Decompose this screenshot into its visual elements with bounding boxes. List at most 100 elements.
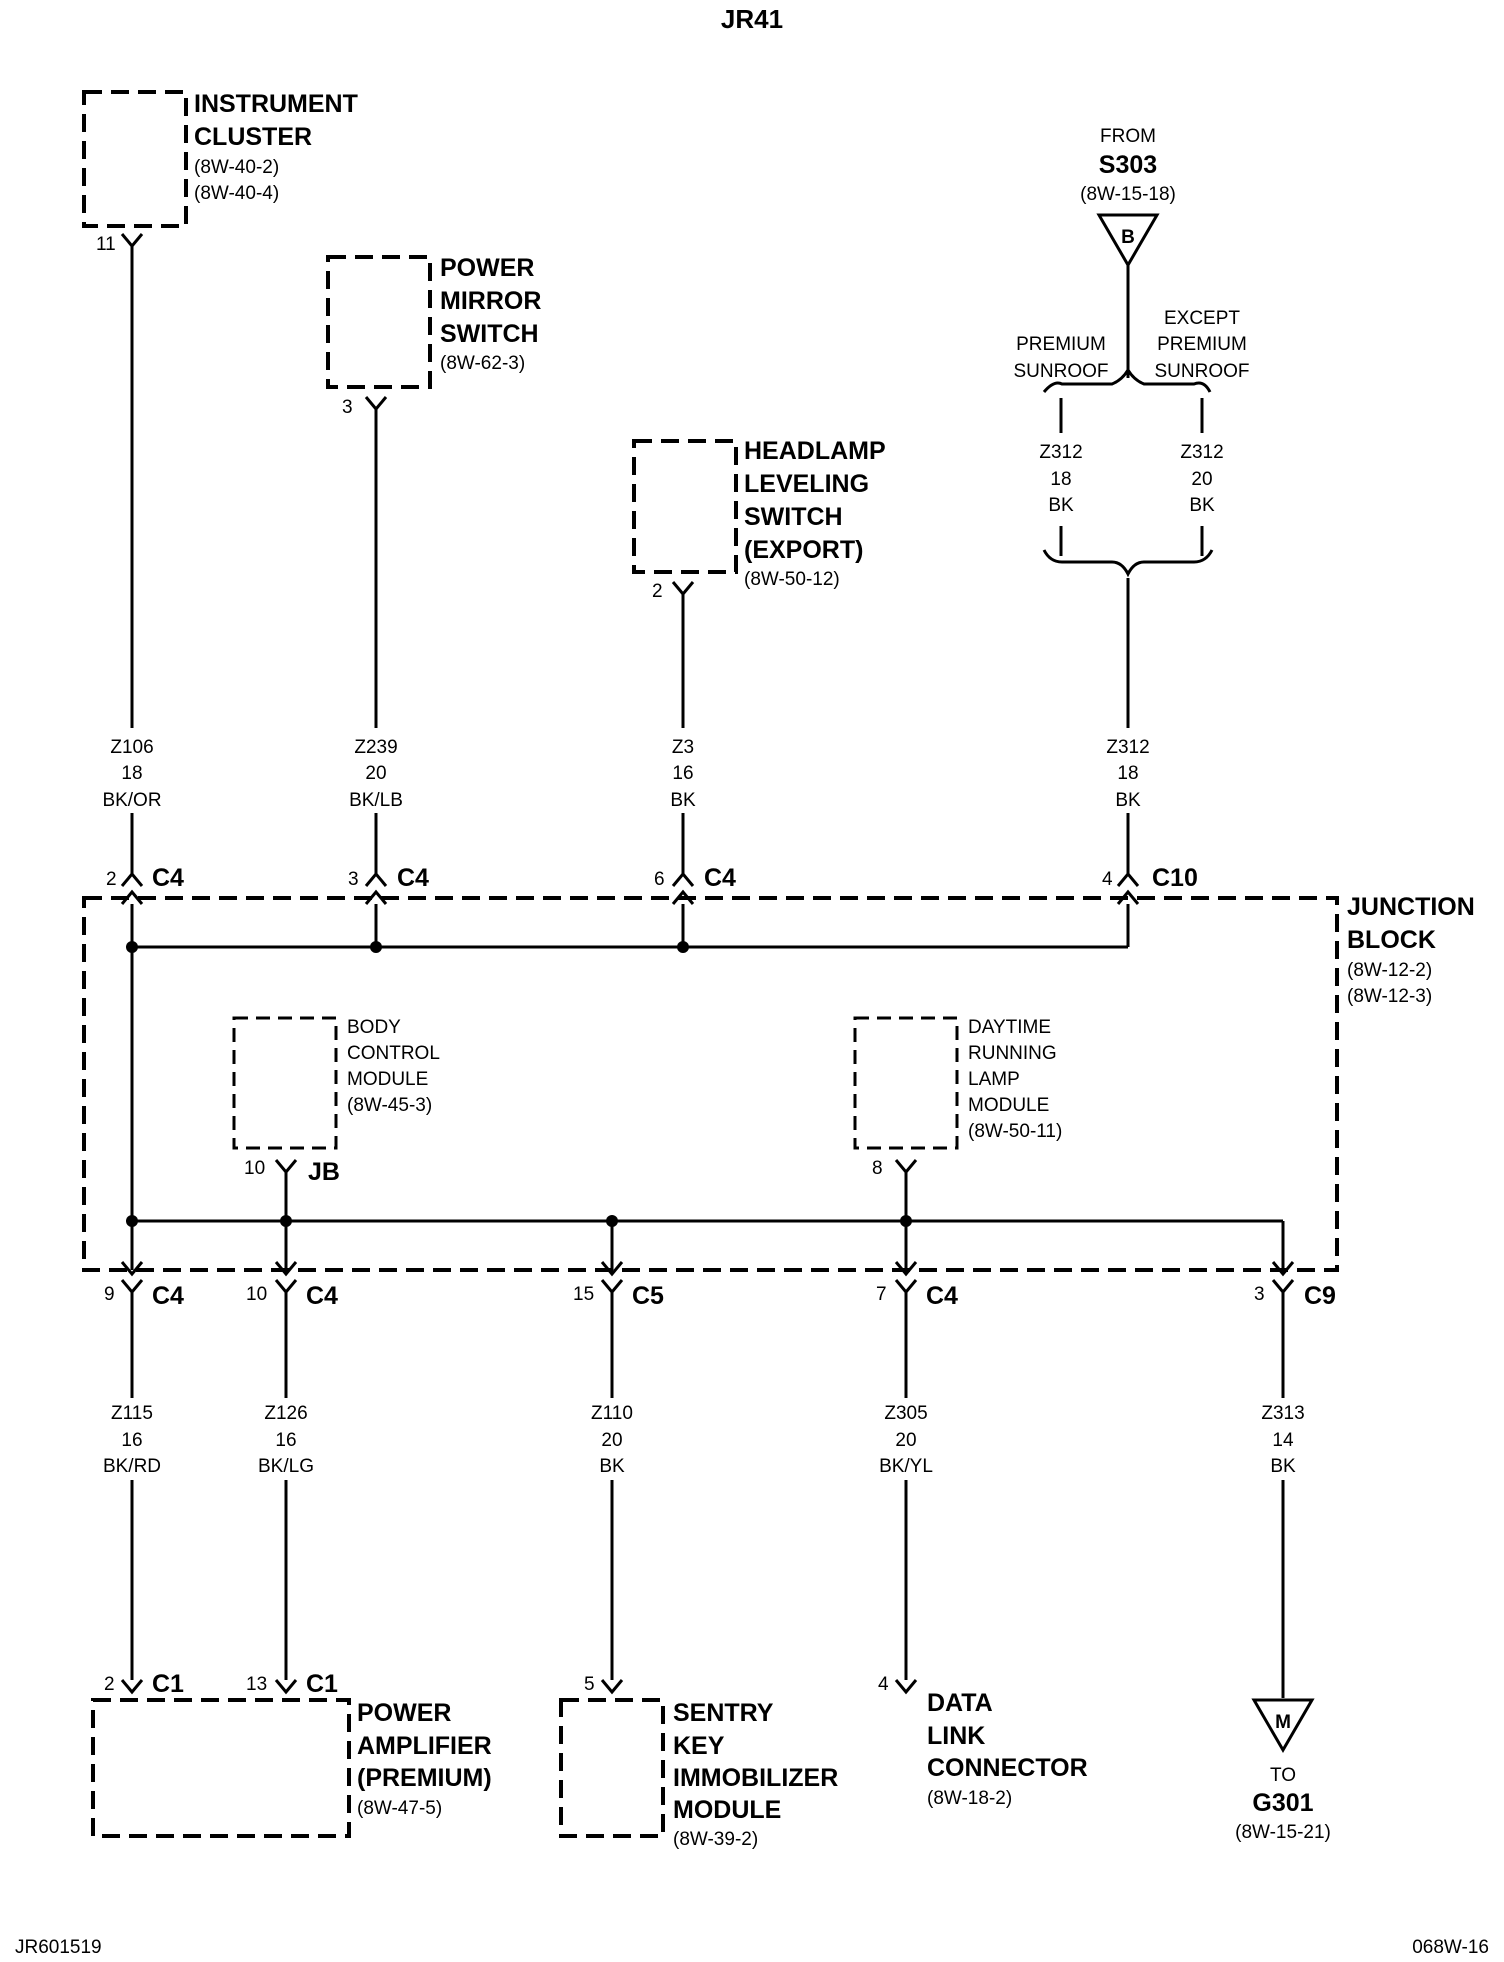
sentry-label-4: MODULE	[673, 1796, 781, 1824]
pin-7: 7	[876, 1284, 887, 1305]
pin-2: 2	[106, 869, 117, 890]
power-amp-conn-a: C1	[152, 1670, 184, 1698]
conn-c4-f: C4	[926, 1282, 958, 1310]
conn-c4-b: C4	[397, 864, 429, 892]
s303-name: S303	[1099, 151, 1157, 179]
sentry-box	[559, 1698, 665, 1838]
power-mirror-switch: POWER MIRROR SWITCH (8W-62-3) 3	[326, 254, 541, 418]
wire-z126-gauge: 16	[275, 1430, 296, 1451]
headlamp-leveling-switch: HEADLAMP LEVELING SWITCH (EXPORT) (8W-50…	[632, 437, 886, 602]
headlamp-label-2: LEVELING	[744, 470, 869, 498]
wire-z126-color: BK/LG	[258, 1456, 314, 1477]
sunroof-right-1: EXCEPT	[1164, 308, 1240, 329]
daytime-running-lamp-module: DAYTIME RUNNING LAMP MODULE (8W-50-11) 8	[853, 1016, 1062, 1183]
conn-c5: C5	[632, 1282, 664, 1310]
sunroof-left-1: PREMIUM	[1016, 334, 1106, 355]
s303-triangle-letter: B	[1121, 227, 1135, 248]
bcm-ref: (8W-45-3)	[347, 1095, 432, 1116]
g301-to: TO	[1270, 1765, 1296, 1786]
top-connectors: 2 C4 3 C4 6 C4 4 C10	[106, 813, 1198, 905]
wire-z312-color: BK	[1115, 790, 1141, 811]
instrument-cluster-box	[82, 90, 188, 228]
wire-z115-gauge: 16	[121, 1430, 142, 1451]
pin-6: 6	[654, 869, 665, 890]
instrument-cluster-label-1: INSTRUMENT	[194, 90, 358, 118]
sentry-ref: (8W-39-2)	[673, 1829, 758, 1850]
instrument-cluster-ref-2: (8W-40-4)	[194, 183, 279, 204]
bottom-connectors: 9 C4 10 C4 15 C5 7 C4 3 C9	[104, 1261, 1336, 1310]
data-link-connector: 4 DATA LINK CONNECTOR (8W-18-2)	[878, 1674, 1088, 1809]
wire-z106-gauge: 18	[121, 763, 142, 784]
power-amp-pin-a: 2	[104, 1674, 115, 1695]
power-mirror-label-3: SWITCH	[440, 320, 539, 348]
wire-z3-id: Z3	[672, 737, 694, 758]
pin-3: 3	[348, 869, 359, 890]
wire-z239-id: Z239	[354, 737, 397, 758]
g301-ref: (8W-15-21)	[1235, 1822, 1331, 1843]
conn-c4-d: C4	[152, 1282, 184, 1310]
conn-c9: C9	[1304, 1282, 1336, 1310]
pin-10: 10	[246, 1284, 267, 1305]
instrument-cluster: INSTRUMENT CLUSTER (8W-40-2) (8W-40-4) 1…	[82, 90, 358, 255]
g301-triangle-icon	[1251, 1698, 1315, 1753]
bcm-conn: JB	[308, 1158, 340, 1186]
sunroof-wire-left-id: Z312	[1039, 442, 1082, 463]
junction-block-label-1: JUNCTION	[1347, 893, 1475, 921]
wire-z3-color: BK	[670, 790, 696, 811]
dlc-pin: 4	[878, 1674, 889, 1695]
dlc-label-1: DATA	[927, 1689, 993, 1717]
sunroof-wire-right-color: BK	[1189, 495, 1215, 516]
bottom-wire-lines	[130, 1292, 1285, 1698]
drl-label-1: DAYTIME	[968, 1017, 1051, 1038]
sentry-label-1: SENTRY	[673, 1699, 774, 1727]
g301-name: G301	[1252, 1789, 1313, 1817]
sentry-key-immobilizer: 5 SENTRY KEY IMMOBILIZER MODULE (8W-39-2…	[559, 1674, 838, 1850]
headlamp-leveling-box	[632, 439, 738, 574]
sunroof-wire-right-id: Z312	[1180, 442, 1223, 463]
bcm-label-2: CONTROL	[347, 1043, 440, 1064]
junction-block-box	[82, 896, 1339, 1272]
power-amplifier: 2 C1 13 C1 POWER AMPLIFIER (PREMIUM) (8W…	[91, 1670, 492, 1838]
bottom-wire-labels: Z115 16 BK/RD Z126 16 BK/LG Z110 20 BK Z…	[100, 1398, 1315, 1480]
conn-c4-c: C4	[704, 864, 736, 892]
bcm-label-3: MODULE	[347, 1069, 428, 1090]
wire-z313-gauge: 14	[1272, 1430, 1294, 1451]
g301-triangle-letter: M	[1275, 1712, 1291, 1733]
drl-pin: 8	[872, 1158, 883, 1179]
drl-label-3: LAMP	[968, 1069, 1020, 1090]
wire-z110-id: Z110	[591, 1403, 633, 1424]
power-amp-ref: (8W-47-5)	[357, 1798, 442, 1819]
instrument-cluster-label-2: CLUSTER	[194, 123, 312, 151]
bcm-pin: 10	[244, 1158, 265, 1179]
bcm-box	[232, 1016, 338, 1150]
wire-z3-gauge: 16	[672, 763, 693, 784]
junction-block-label-2: BLOCK	[1347, 926, 1436, 954]
power-amp-pin-b: 13	[246, 1674, 267, 1695]
drl-label-4: MODULE	[968, 1095, 1049, 1116]
power-amp-label-3: (PREMIUM)	[357, 1764, 492, 1792]
headlamp-label-4: (EXPORT)	[744, 536, 863, 564]
s303-triangle-icon	[1096, 213, 1160, 268]
headlamp-pin: 2	[652, 581, 663, 602]
pin-15: 15	[573, 1284, 594, 1305]
power-amp-label-1: POWER	[357, 1699, 451, 1727]
top-wire-lines	[130, 246, 685, 728]
diagram-title: JR41	[721, 4, 783, 34]
dlc-ref: (8W-18-2)	[927, 1788, 1012, 1809]
drl-box	[853, 1016, 959, 1150]
power-amp-conn-b: C1	[306, 1670, 338, 1698]
headlamp-label-1: HEADLAMP	[744, 437, 886, 465]
sentry-label-2: KEY	[673, 1732, 725, 1760]
sentry-label-3: IMMOBILIZER	[673, 1764, 838, 1792]
headlamp-label-3: SWITCH	[744, 503, 843, 531]
footer-left: JR601519	[15, 1937, 102, 1958]
sunroof-left-2: SUNROOF	[1014, 361, 1109, 382]
connector-symbol	[364, 396, 388, 412]
wire-z106-id: Z106	[110, 737, 153, 758]
wire-z115-id: Z115	[111, 1403, 153, 1424]
power-amp-label-2: AMPLIFIER	[357, 1732, 492, 1760]
sunroof-right-2: PREMIUM	[1157, 334, 1247, 355]
wire-z312-gauge: 18	[1117, 763, 1138, 784]
wire-z239-color: BK/LB	[349, 790, 403, 811]
